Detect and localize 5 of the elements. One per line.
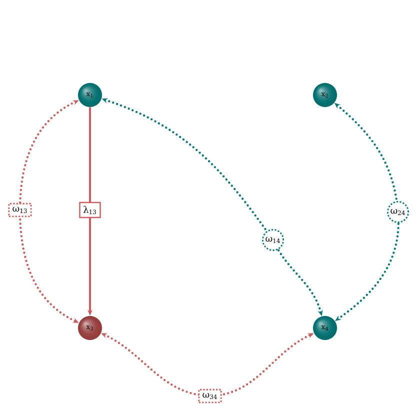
edge-label: ω$_{14}$ [262,229,284,251]
edge-label: ω$_{13}$ [8,202,32,218]
edge-label: ω$_{24}$ [387,201,409,223]
edge-label: ω$_{34}$ [198,388,222,404]
edge-label: λ$_{13}$ [79,202,101,218]
